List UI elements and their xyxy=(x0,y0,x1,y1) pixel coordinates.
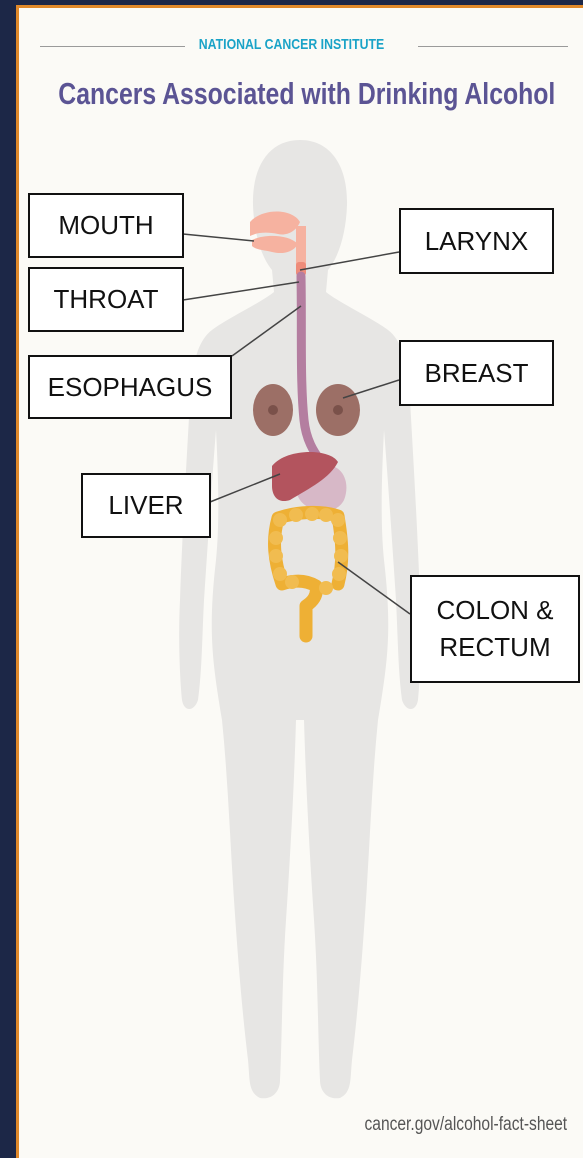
label-colon-rectum: COLON & RECTUM xyxy=(410,575,580,683)
label-mouth: MOUTH xyxy=(28,193,184,258)
label-breast: BREAST xyxy=(399,340,554,406)
leader-line-mouth xyxy=(183,234,254,241)
label-throat: THROAT xyxy=(28,267,184,332)
label-liver: LIVER xyxy=(81,473,211,538)
label-esophagus: ESOPHAGUS xyxy=(28,355,232,419)
source-url: cancer.gov/alcohol-fact-sheet xyxy=(364,1114,567,1136)
label-larynx: LARYNX xyxy=(399,208,554,274)
